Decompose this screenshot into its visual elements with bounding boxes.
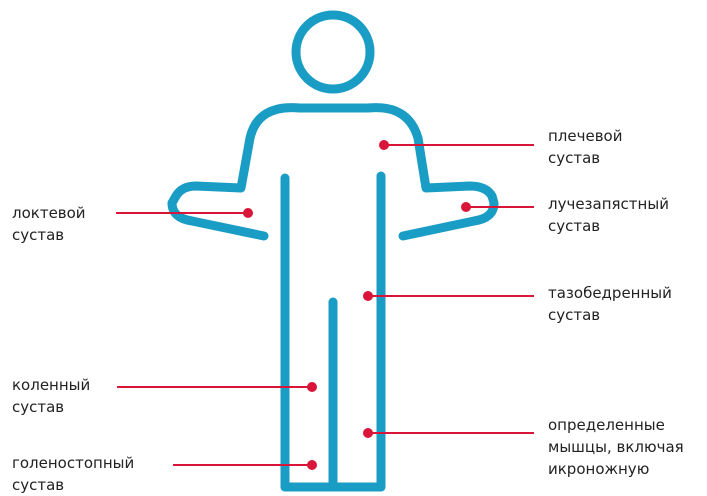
wrist-marker	[461, 202, 471, 212]
hip-joint-label: тазобедренный сустав	[548, 282, 672, 326]
calf-marker	[363, 428, 373, 438]
arms-outline	[172, 108, 494, 236]
ankle-joint-label: голеностопный сустав	[12, 452, 134, 496]
hip-marker	[363, 291, 373, 301]
knee-joint-label: коленный сустав	[12, 374, 90, 418]
shoulder-joint-label: плечевой сустав	[548, 125, 622, 169]
elbow-joint-label: локтевой сустав	[12, 202, 86, 246]
human-figure	[172, 15, 494, 487]
knee-marker	[307, 382, 317, 392]
ankle-marker	[307, 460, 317, 470]
elbow-marker	[243, 208, 253, 218]
calf-muscles-label: определенные мышцы, включая икроножную	[548, 414, 684, 480]
shoulder-marker	[379, 140, 389, 150]
wrist-joint-label: лучезапястный сустав	[548, 193, 669, 237]
head-outline	[296, 15, 370, 89]
